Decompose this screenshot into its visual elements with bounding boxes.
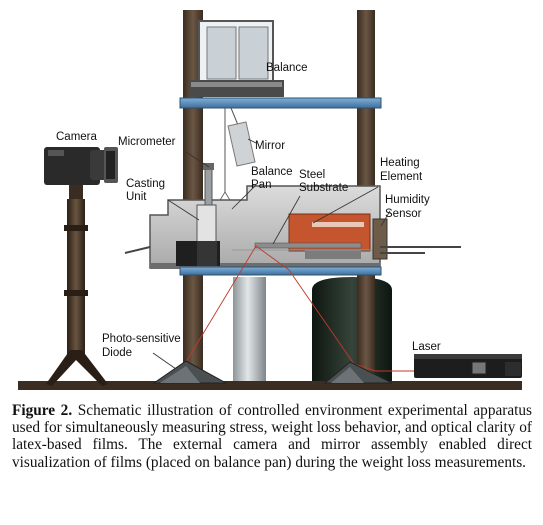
- figure-caption: Figure 2. Schematic illustration of cont…: [12, 402, 532, 471]
- figure-number: Figure 2.: [12, 402, 73, 419]
- label-humidity-sensor-line2: Sensor: [385, 208, 422, 220]
- label-balance-pan-line2: Pan: [251, 179, 271, 191]
- tripod-head: [69, 185, 83, 199]
- humidity-sensor: [372, 218, 388, 260]
- label-casting-unit-line1: Casting: [126, 178, 165, 190]
- label-mirror: Mirror: [255, 140, 285, 152]
- label-heating-element-line2: Element: [380, 171, 423, 183]
- upper-shelf: [179, 97, 382, 109]
- mirror: [227, 121, 256, 167]
- tripod-legs: [46, 350, 108, 386]
- tripod-column: [67, 199, 85, 354]
- steel-substrate: [254, 242, 362, 249]
- label-humidity-sensor-line1: Humidity: [385, 194, 430, 206]
- laser-beam: [185, 245, 415, 372]
- base-board: [18, 381, 522, 390]
- lower-shelf: [179, 266, 382, 276]
- label-casting-unit-line2: Unit: [126, 191, 147, 203]
- label-balance-pan-line1: Balance: [251, 166, 293, 178]
- label-steel-substrate-line2: Substrate: [299, 182, 348, 194]
- label-camera: Camera: [56, 131, 98, 143]
- camera-body: [44, 147, 100, 185]
- label-photodiode-line2: Diode: [102, 347, 132, 359]
- label-photodiode-line1: Photo-sensitive: [102, 333, 181, 345]
- laser: [414, 354, 522, 378]
- label-steel-substrate-line1: Steel: [299, 169, 325, 181]
- label-heating-element-line1: Heating: [380, 157, 420, 169]
- micrometer: [204, 167, 213, 207]
- label-balance: Balance: [266, 62, 308, 74]
- support-cylinder-left: [233, 277, 266, 381]
- casting-unit: [196, 204, 217, 243]
- apparatus-svg: Balance Camera Micrometer Mirror Balance…: [18, 10, 522, 390]
- caption-text: Schematic illustration of controlled env…: [12, 402, 533, 471]
- apparatus-diagram: Balance Camera Micrometer Mirror Balance…: [18, 10, 522, 390]
- label-laser: Laser: [412, 341, 441, 353]
- label-micrometer: Micrometer: [118, 136, 176, 148]
